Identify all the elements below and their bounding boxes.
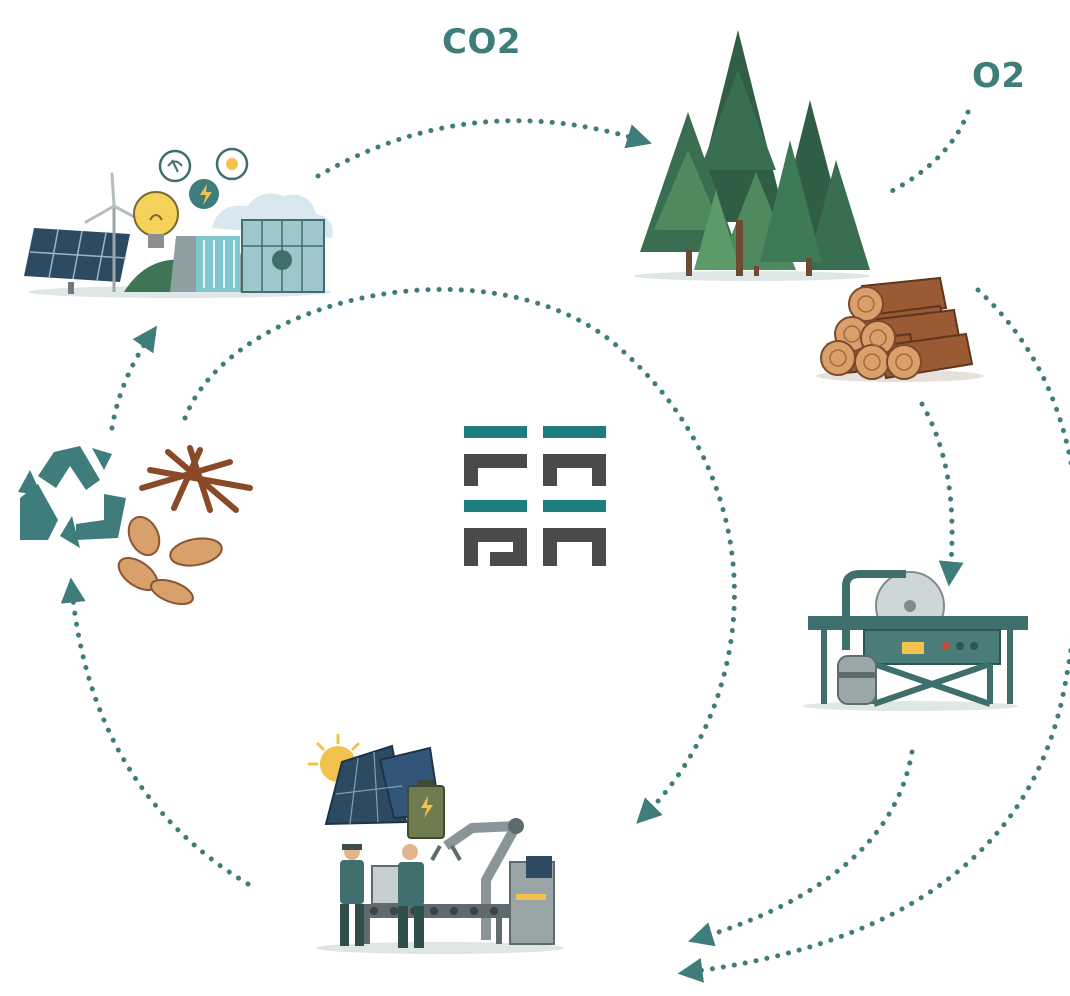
forest-icon xyxy=(634,30,870,281)
wood-chips-icon xyxy=(117,445,253,606)
outer-right-arc-arrow xyxy=(677,287,1070,983)
renewable-energy-icon xyxy=(24,147,333,298)
logs-to-sawmill-arrow xyxy=(919,401,964,587)
worker-figure xyxy=(340,844,364,946)
sawmill-to-output-arrow xyxy=(688,749,915,947)
logs-icon xyxy=(816,276,984,382)
o2-arrow xyxy=(887,109,971,195)
sawmill-icon xyxy=(802,570,1028,711)
manufacturing-icon xyxy=(308,734,564,954)
worker-figure xyxy=(398,844,424,948)
manufacturing-to-recycle-arrow xyxy=(60,577,251,887)
recycle-to-energy-arrow xyxy=(109,325,158,431)
o2-label: O2 xyxy=(972,56,1026,96)
co2-arrow xyxy=(315,118,652,179)
co2-label: CO2 xyxy=(442,22,522,62)
recycle-icon xyxy=(18,446,126,548)
logo-icon xyxy=(464,426,606,566)
inner-circle-arrow xyxy=(182,287,737,824)
